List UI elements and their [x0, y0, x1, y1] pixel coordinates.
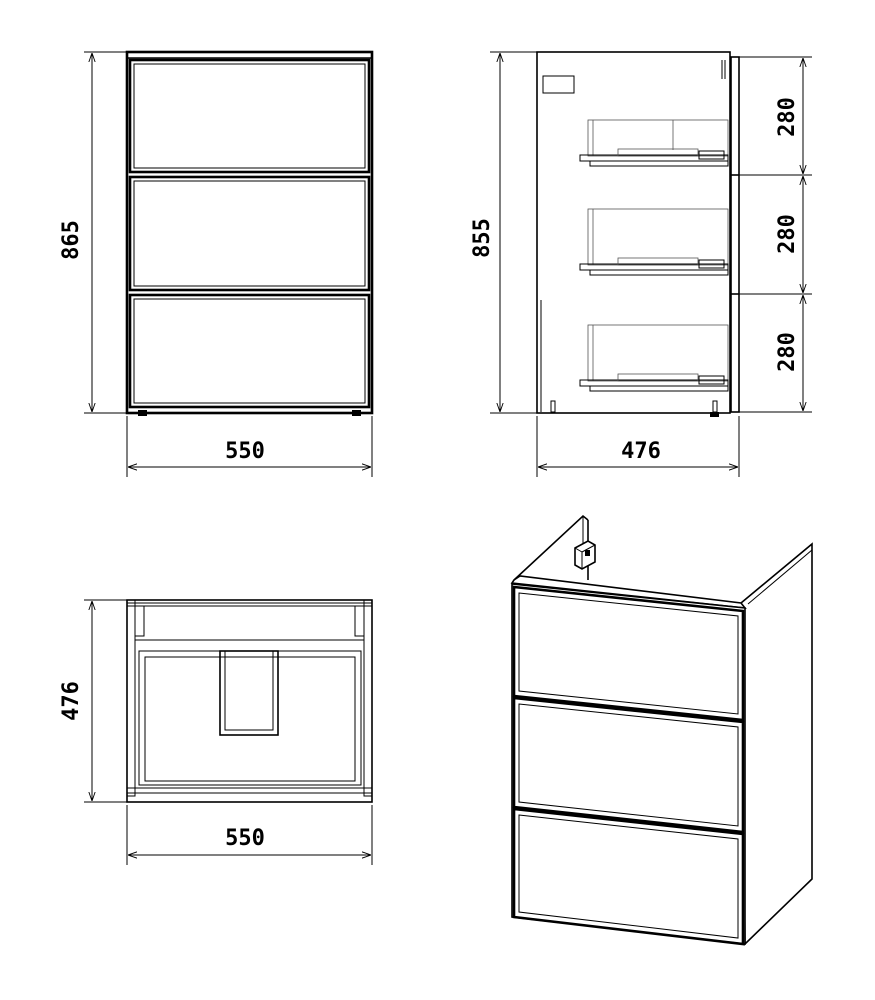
front-foot-right — [352, 410, 361, 416]
front-cabinet-body — [125, 50, 374, 415]
side-depth-dimension: 476 — [536, 416, 740, 477]
side-height-dimension: 855 — [470, 51, 537, 414]
top-width-label: 550 — [225, 826, 265, 851]
iso-wall-bracket — [574, 540, 596, 570]
front-height-label: 865 — [59, 220, 84, 260]
front-width-dimension: 550 — [126, 416, 373, 477]
side-height-label: 855 — [470, 218, 495, 258]
top-cabinet-outline — [126, 599, 373, 803]
front-drawer-3 — [128, 293, 371, 409]
top-depth-label: 476 — [59, 681, 84, 721]
front-drawer-1 — [128, 58, 371, 174]
front-foot-left — [138, 410, 147, 416]
iso-top-surface — [510, 575, 747, 610]
drawer-height-label-1: 280 — [775, 97, 800, 137]
side-depth-label: 476 — [621, 439, 661, 464]
top-siphon-cutout — [219, 650, 279, 736]
front-width-label: 550 — [225, 439, 265, 464]
front-drawer-2 — [128, 175, 371, 292]
drawer-height-label-2: 280 — [775, 214, 800, 254]
top-width-dimension: 550 — [126, 805, 373, 865]
top-front-face — [126, 787, 373, 803]
iso-front-face — [511, 583, 746, 945]
iso-side-panel — [740, 542, 813, 946]
side-drawer-dimensions: 280 280 280 — [739, 56, 812, 413]
top-view: 476 550 — [59, 599, 373, 865]
side-drawer-1 — [579, 119, 729, 167]
side-cabinet-body — [536, 51, 731, 414]
side-label-plate — [542, 75, 575, 94]
front-height-dimension: 865 — [59, 51, 127, 414]
side-view: 855 476 280 280 280 — [470, 51, 812, 477]
iso-drawer-3 — [512, 807, 745, 946]
top-drawer-box — [138, 650, 362, 786]
drawer-height-label-3: 280 — [775, 332, 800, 372]
side-drawer-2 — [579, 208, 729, 276]
side-foot-rear — [550, 400, 556, 413]
side-foot-front — [710, 412, 719, 417]
top-depth-dimension: 476 — [59, 599, 127, 803]
iso-drawer-2 — [512, 696, 745, 834]
side-drawer-3 — [579, 324, 729, 392]
isometric-view — [510, 514, 813, 946]
side-front-panel — [730, 56, 740, 413]
front-view: 865 550 — [59, 50, 374, 477]
iso-drawer-1 — [512, 585, 745, 722]
